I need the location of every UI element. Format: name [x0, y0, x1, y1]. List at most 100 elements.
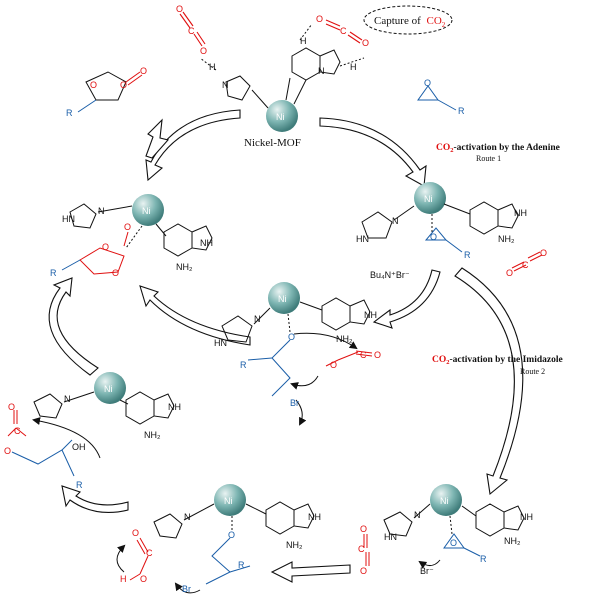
atom-c: C	[340, 26, 347, 36]
cycle-arrow-product-release	[145, 118, 170, 159]
atom-o: O	[360, 524, 367, 534]
atom-br: Br	[290, 398, 299, 408]
atom-nh: NH	[520, 512, 533, 522]
route1-label: Route 1	[476, 154, 501, 163]
ni-label-route2: Ni	[440, 496, 449, 506]
ni-label-center: Ni	[276, 112, 285, 122]
catalyst-label: Bu₄N⁺Br⁻	[370, 270, 410, 280]
ni-atom-left	[132, 194, 164, 226]
atom-nh: NH	[168, 402, 181, 412]
atom-nh: NH	[364, 310, 377, 320]
bromide-label: Br⁻	[420, 566, 434, 576]
atom-o: O	[112, 268, 119, 278]
cycle-arrow-alkoxide-left	[139, 285, 251, 346]
atom-nh: NH	[308, 512, 321, 522]
atom-c: C	[146, 548, 153, 558]
atom-hn: HN	[62, 214, 75, 224]
cycle-arrows	[48, 109, 524, 583]
ni-label-middle: Ni	[278, 294, 287, 304]
atom-o: O	[316, 14, 323, 24]
cycle-arrow-route2	[454, 267, 524, 496]
atom-o: O	[374, 350, 381, 360]
atom-nh2: NH₂	[286, 540, 303, 550]
route2-title: -activation by the Imidazole	[450, 355, 563, 365]
atom-c: C	[358, 544, 365, 554]
atom-o: O	[540, 248, 547, 258]
atom-r: R	[458, 106, 465, 116]
atom-nh2: NH₂	[176, 262, 193, 272]
atom-o: O	[360, 566, 367, 576]
cycle-arrow-bottom-left	[61, 485, 129, 513]
capture-label: Capture of	[374, 15, 421, 27]
atom-nh: NH	[514, 208, 527, 218]
cycle-arrow-left-up	[48, 277, 99, 376]
ni-label-bottom-left: Ni	[104, 384, 113, 394]
atom-r: R	[76, 480, 83, 490]
atom-n: N	[254, 314, 261, 324]
atom-o: O	[140, 574, 147, 584]
epoxide-reactant	[417, 85, 457, 111]
alkoxide-intermediate	[221, 282, 373, 426]
atom-o: O	[288, 332, 295, 342]
atom-nh2: NH₂	[498, 234, 515, 244]
ni-label-route1: Ni	[424, 194, 433, 204]
route2-co2-subscript: 2	[446, 359, 449, 366]
capture-co2: CO	[426, 15, 441, 27]
atom-o: O	[124, 222, 131, 232]
ni-atom-middle	[268, 282, 300, 314]
atom-o: O	[330, 360, 337, 370]
atom-o: O	[430, 232, 437, 242]
atom-o: O	[450, 538, 457, 548]
atom-c: C	[188, 26, 195, 36]
route1-title: -activation by the Adenine	[454, 143, 560, 153]
capture-bubble	[363, 5, 453, 35]
atom-r: R	[240, 360, 247, 370]
ni-atom-bottom-left	[94, 372, 126, 404]
atom-hn: HN	[214, 338, 227, 348]
atom-o: O	[90, 80, 97, 90]
atom-h: H	[350, 62, 357, 72]
atom-r: R	[50, 268, 57, 278]
atom-n: N	[184, 512, 191, 522]
atom-nh2: NH₂	[336, 334, 353, 344]
route2-complex	[363, 484, 525, 569]
atom-o: O	[228, 530, 235, 540]
bottom-middle-complex	[116, 484, 315, 594]
ni-atom-center	[266, 100, 298, 132]
atom-r: R	[66, 108, 73, 118]
ni-label-left: Ni	[142, 206, 151, 216]
route2-label: Route 2	[520, 367, 545, 376]
atom-h: H	[300, 36, 307, 46]
atom-c: C	[14, 426, 21, 436]
atom-r: R	[464, 250, 471, 260]
atom-n: N	[98, 206, 105, 216]
nickel-mof-complex	[179, 5, 453, 132]
atom-o: O	[362, 38, 369, 48]
route1-co2: CO	[436, 143, 450, 153]
atom-h: H	[120, 574, 127, 584]
atom-n: N	[318, 66, 325, 76]
text-layer: Capture of CO2 Nickel-MOF Ni Ni Ni Ni Ni…	[4, 4, 563, 594]
atom-n: N	[392, 216, 399, 226]
cycle-arrow-top-right	[319, 117, 427, 187]
atom-br: Br	[182, 584, 191, 594]
svg-text:CO2-activation by the Adenine: CO2-activation by the Adenine	[436, 143, 560, 154]
mof-label: Nickel-MOF	[244, 137, 301, 149]
atom-n: N	[64, 394, 71, 404]
atom-o: O	[140, 66, 147, 76]
open-chain-complex	[7, 372, 175, 477]
atom-hn: HN	[356, 234, 369, 244]
left-carbonate-complex	[61, 194, 213, 275]
atom-o: O	[132, 528, 139, 538]
atom-o: O	[176, 4, 183, 14]
cycle-arrow-bottom-middle	[270, 561, 351, 583]
route1-complex	[361, 182, 543, 272]
atom-h: H	[209, 62, 216, 72]
atom-oh: OH	[72, 442, 86, 452]
ni-atom-bottom-middle	[214, 484, 246, 516]
atom-nh2: NH₂	[144, 430, 161, 440]
atom-o: O	[424, 78, 431, 88]
atom-c: C	[522, 260, 529, 270]
